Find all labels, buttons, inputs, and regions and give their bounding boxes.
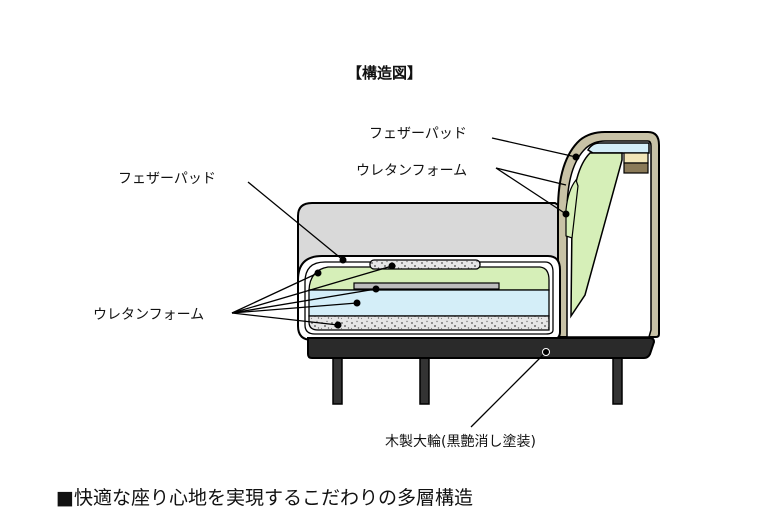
leg bbox=[332, 354, 343, 405]
legs bbox=[332, 354, 623, 405]
leader-lines bbox=[231, 137, 577, 428]
back-urethane-inner bbox=[565, 178, 579, 239]
wood-block bbox=[623, 152, 649, 164]
label-back-feather-pad: フェザーパッド bbox=[369, 126, 467, 142]
seat-chip-layer bbox=[308, 315, 550, 331]
diagram-title: 【構造図】 bbox=[347, 64, 423, 82]
leader-dots bbox=[314, 153, 580, 356]
seat-inner-bar bbox=[353, 282, 500, 290]
back-feather-pad bbox=[586, 142, 650, 154]
caption: ■快適な座り心地を実現するこだわりの多層構造 bbox=[56, 487, 473, 509]
wood-frame bbox=[307, 337, 656, 359]
leg bbox=[612, 354, 623, 405]
wood-block-dark bbox=[623, 162, 649, 174]
label-seat-feather-pad: フェザーパッド bbox=[118, 171, 216, 187]
label-seat-urethane: ウレタンフォーム bbox=[93, 307, 205, 323]
label-back-urethane: ウレタンフォーム bbox=[356, 163, 468, 179]
label-wood-frame: 木製大輪(黒艶消し塗装) bbox=[385, 434, 536, 450]
leg bbox=[419, 354, 430, 405]
seat-feather-strip bbox=[369, 259, 481, 270]
